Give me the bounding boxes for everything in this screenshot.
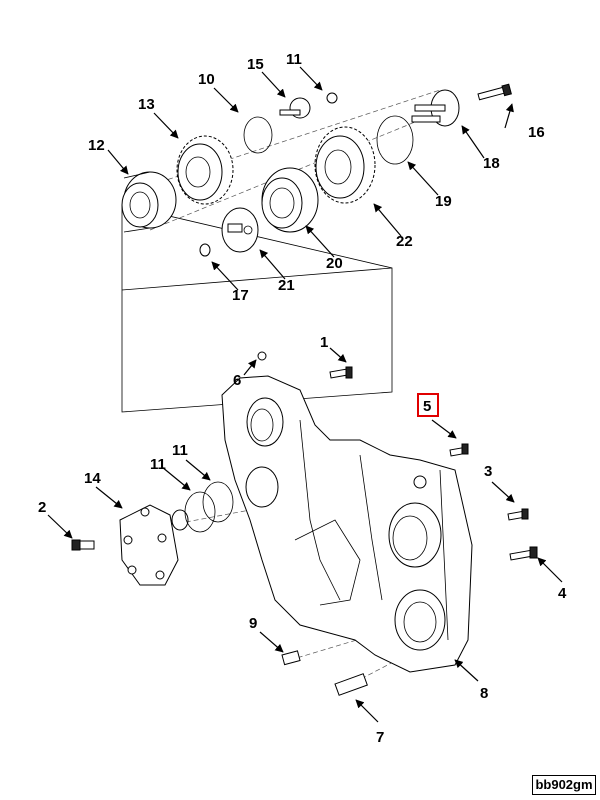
shaft-part-19 [411, 89, 460, 127]
snap-ring-part-20 [376, 115, 414, 165]
housing-part-8 [221, 375, 473, 673]
o-ring-part-18 [199, 243, 211, 257]
snap-ring-part-10 [243, 116, 273, 154]
callout-9: 9 [249, 615, 257, 632]
callout-14: 13 [138, 96, 155, 113]
callout-22: 21 [278, 277, 295, 294]
callout-21: 20 [326, 255, 343, 272]
callout-13: 12 [88, 137, 105, 154]
plug-part-6 [257, 351, 267, 361]
callout-4: 4 [558, 585, 567, 602]
callout-20: 19 [435, 193, 452, 210]
bolt-part-4 [509, 546, 538, 561]
gear-part-23 [314, 126, 376, 204]
callout-11-right: 11 [172, 442, 188, 459]
callout-6: 6 [233, 372, 241, 389]
highlight-box-5 [417, 393, 439, 417]
callout-1: 1 [320, 334, 328, 351]
o-ring-part-11-b [202, 481, 234, 523]
bolt-part-2 [71, 539, 95, 551]
bolt-part-5 [449, 443, 469, 457]
figure-id-label: bb902gm [532, 775, 596, 795]
gear-part-14 [176, 135, 234, 205]
callout-16: 15 [247, 56, 264, 73]
callout-11-left: 11 [150, 456, 166, 473]
hub-part-22 [221, 207, 259, 253]
assembly-outline [121, 204, 393, 413]
callout-10: 10 [198, 71, 215, 88]
dowel-part-9 [281, 650, 301, 666]
callout-17: 16 [528, 124, 545, 141]
callout-3: 3 [484, 463, 492, 480]
bolt-part-1 [329, 366, 353, 379]
leader-arrows [47, 66, 563, 723]
callout-5: 5 [423, 398, 431, 415]
callout-15: 14 [84, 470, 101, 487]
bolt-part-17 [477, 83, 512, 101]
sleeve-part-7 [334, 673, 368, 696]
bearing-part-21 [261, 167, 319, 233]
callout-18: 17 [232, 287, 249, 304]
callout-19: 18 [483, 155, 500, 172]
bearing-part-13 [121, 171, 177, 233]
plate-part-16 [279, 97, 311, 119]
callout-7: 7 [376, 729, 384, 746]
cover-part-15 [119, 504, 189, 586]
bolt-part-3 [507, 508, 529, 521]
callout-8: 8 [480, 685, 488, 702]
callout-2: 2 [38, 499, 46, 516]
o-ring-part-11-a [184, 491, 216, 533]
assembly-outline-inner [121, 267, 393, 291]
screw-part-12 [326, 92, 338, 104]
callout-12: 11 [286, 51, 302, 68]
callout-23: 22 [396, 233, 413, 250]
